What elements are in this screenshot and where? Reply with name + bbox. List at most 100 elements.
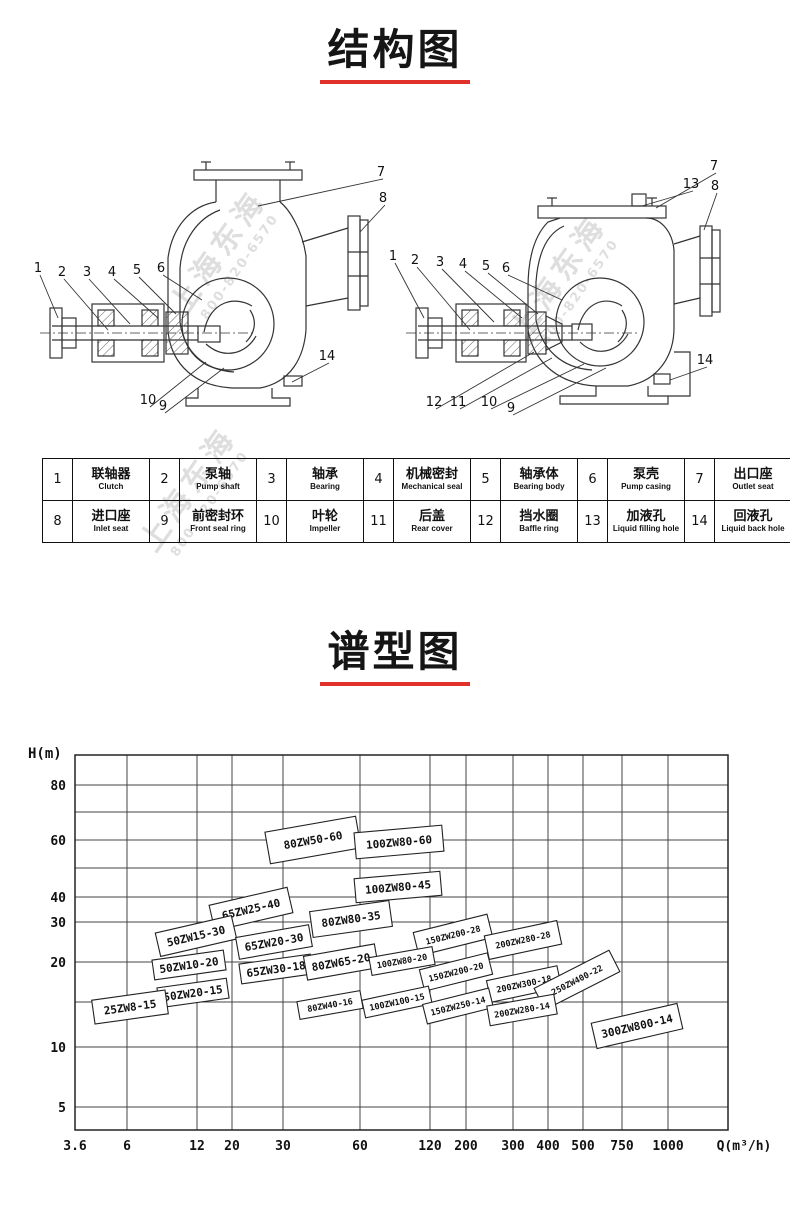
x-tick-label: 60 [352, 1139, 368, 1154]
pump-model-box [368, 945, 436, 977]
title-underline [320, 682, 470, 686]
part-name-cn: 挡水圈 [519, 509, 559, 524]
callout-number: 13 [683, 177, 700, 192]
x-tick-label: 3.6 [63, 1139, 87, 1154]
x-tick-label: 300 [501, 1139, 525, 1154]
x-tick-label: 400 [536, 1139, 560, 1154]
callout-leader [359, 204, 386, 233]
callout-leader [703, 192, 718, 231]
y-tick-label: 10 [50, 1041, 66, 1056]
callout-leader [464, 270, 523, 319]
part-number: 4 [363, 458, 394, 501]
part-name-en: Pump shaft [196, 482, 240, 491]
callout-number: 14 [319, 349, 336, 364]
x-axis-title: Q(m³/h) [717, 1139, 772, 1154]
part-name-cn: 进口座 [91, 509, 131, 524]
pump-model-box [308, 899, 394, 939]
callout-number: 8 [379, 191, 387, 206]
callout-leader [162, 274, 203, 301]
callout-leader [512, 367, 607, 416]
pump-model-box [483, 919, 563, 961]
part-number: 2 [149, 458, 180, 501]
pump-model-box [486, 993, 558, 1027]
part-number: 1 [42, 458, 73, 501]
callout-number: 2 [58, 265, 66, 280]
pump-model-region: 65ZW30-18 [238, 953, 314, 985]
part-name-en: Front seal ring [190, 524, 246, 533]
part-name-cn: 机械密封 [405, 467, 458, 482]
y-tick-label: 60 [50, 834, 66, 849]
callout-number: 4 [108, 265, 116, 280]
structure-title: 结构图 [327, 25, 463, 74]
pump-model-box [418, 952, 494, 992]
part-name-en: Inlet seat [93, 524, 129, 533]
pump-model-box [590, 1002, 684, 1050]
part-number: 10 [256, 500, 287, 543]
y-tick-label: 5 [58, 1101, 66, 1116]
callout-leader [490, 363, 585, 410]
pump-model-region: 100ZW80-60 [353, 824, 445, 860]
pump-model-box [235, 924, 313, 960]
pump-model-region: 80ZW65-20 [302, 943, 380, 981]
title-underline [320, 80, 470, 84]
part-name-en: Clutch [98, 482, 124, 491]
callout-leader [669, 366, 708, 381]
pump-model-region: 200ZW280-14 [486, 993, 558, 1027]
pump-model-region: 80ZW80-35 [308, 899, 394, 939]
pump-model-label: 100ZW80-45 [364, 878, 431, 897]
callout-leader [257, 178, 384, 207]
spectrum-title: 谱型图 [327, 627, 463, 676]
y-tick-label: 40 [50, 891, 66, 906]
callout-leader [459, 357, 553, 410]
callout-leader [138, 276, 177, 315]
part-name-cn: 后盖 [418, 509, 445, 524]
pump-model-box [353, 824, 445, 860]
part-name-cn: 联轴器 [91, 467, 131, 482]
callout-leader [641, 190, 694, 207]
part-number: 11 [363, 500, 394, 543]
pump-model-region: 50ZW10-20 [151, 949, 227, 981]
pump-model-region: 80ZW40-16 [296, 989, 364, 1021]
x-tick-label: 20 [224, 1139, 240, 1154]
pump-model-box [154, 914, 238, 958]
part-name-cn: 回液孔 [733, 509, 773, 524]
callout-number: 5 [133, 263, 141, 278]
pump-model-region: 150ZW200-20 [418, 952, 494, 992]
x-tick-label: 120 [418, 1139, 442, 1154]
y-tick-label: 80 [50, 779, 66, 794]
x-tick-label: 6 [123, 1139, 131, 1154]
part-name-cn: 叶轮 [311, 509, 338, 524]
callout-number: 7 [710, 159, 718, 174]
part-name-cn: 泵壳 [632, 467, 659, 482]
pump-model-region: 100ZW80-20 [368, 945, 436, 977]
callout-number: 2 [411, 253, 419, 268]
pump-model-region: 25ZW8-15 [91, 989, 169, 1025]
part-name-cn: 轴承体 [519, 467, 559, 482]
part-number: 13 [577, 500, 608, 543]
pump-model-box [302, 943, 380, 981]
callout-leader [441, 268, 495, 323]
part-name-en: Liquid back hole [721, 524, 785, 533]
part-number: 12 [470, 500, 501, 543]
pump-model-box [353, 870, 443, 904]
callout-number: 6 [502, 261, 510, 276]
pump-model-region: 100ZW100-15 [361, 985, 433, 1019]
callout-number: 11 [450, 395, 467, 410]
